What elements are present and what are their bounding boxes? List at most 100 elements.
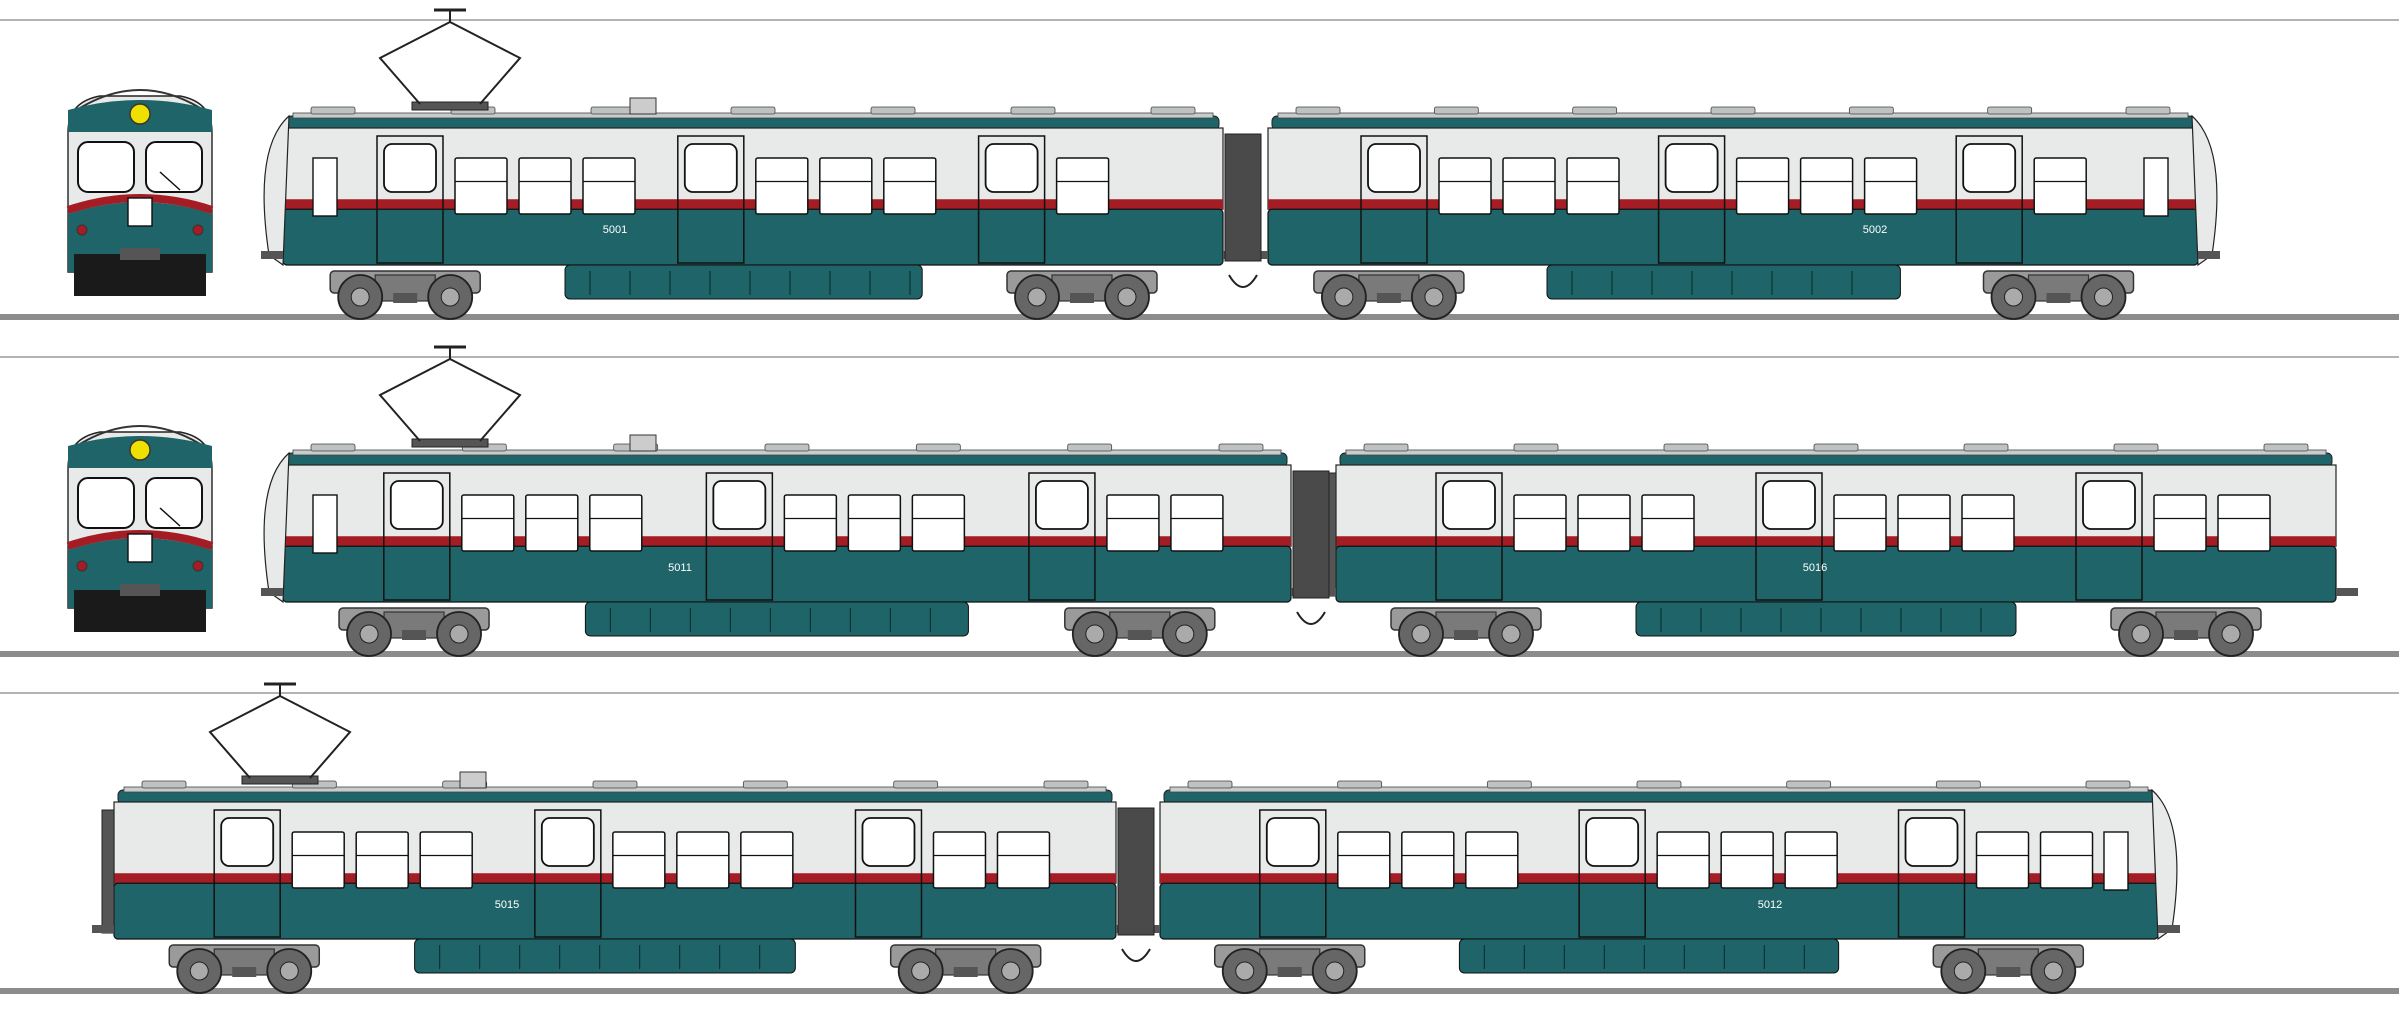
wheel-hub	[279, 961, 299, 981]
gangway-connector	[1292, 470, 1330, 599]
bogie-truck	[2110, 607, 2262, 657]
roof-ventilator	[1010, 106, 1056, 115]
door-window	[1367, 143, 1421, 193]
rail-row-3	[0, 988, 2399, 994]
axle-box	[1376, 293, 1401, 303]
pantograph-arm	[378, 357, 522, 442]
front-coupler	[120, 584, 160, 596]
jumper-cable	[1296, 611, 1326, 625]
window	[1566, 157, 1620, 215]
window	[461, 494, 515, 552]
window	[1502, 157, 1556, 215]
front-window-right	[145, 477, 203, 529]
wheel-hub	[2094, 287, 2113, 307]
door-window	[1265, 817, 1320, 867]
car-5016	[1314, 443, 2358, 657]
wheel-hub	[1235, 961, 1255, 981]
window	[676, 831, 730, 889]
door	[534, 809, 602, 938]
underfloor-equipment	[1546, 264, 1901, 300]
bogie-truck	[329, 270, 481, 320]
window	[755, 157, 809, 215]
roof-ventilator	[1150, 106, 1196, 115]
roof-ventilator	[1786, 780, 1832, 789]
underfloor-equipment	[414, 938, 796, 974]
door-window	[2082, 480, 2136, 530]
roof-ventilator	[742, 780, 788, 789]
front-skirt	[74, 590, 206, 632]
roof-ventilator	[2085, 780, 2131, 789]
body-lower	[282, 545, 1292, 603]
window	[1641, 494, 1695, 552]
roof-ventilator	[1963, 443, 2009, 452]
window	[1577, 494, 1631, 552]
roof-ventilator	[1187, 780, 1233, 789]
bogie-truck	[338, 607, 490, 657]
window	[1513, 494, 1567, 552]
bogie-truck	[1982, 270, 2135, 320]
wheel-hub	[350, 287, 370, 307]
roof-ventilator	[310, 443, 356, 452]
front-window-right	[145, 141, 203, 193]
roof-ventilator	[1043, 780, 1089, 789]
door	[2075, 472, 2143, 601]
door	[1755, 472, 1823, 601]
window	[518, 157, 572, 215]
front-rain-gutter	[79, 89, 201, 109]
roof-ventilator	[1218, 443, 1264, 452]
roof-ventilator	[870, 106, 916, 115]
roof-ventilator	[764, 443, 810, 452]
window	[1863, 157, 1918, 215]
cab-window	[2103, 831, 2129, 891]
door-window	[540, 817, 595, 867]
front-window-left	[77, 141, 135, 193]
window	[2153, 494, 2207, 552]
window	[1055, 157, 1110, 215]
door	[1435, 472, 1503, 601]
pantograph-base	[411, 438, 489, 448]
tail-light	[192, 560, 204, 572]
wheel-hub	[1117, 287, 1137, 307]
roof-ventilator	[1295, 106, 1341, 115]
window	[291, 831, 345, 889]
front-gangway-door	[127, 197, 153, 227]
window	[1975, 831, 2030, 889]
window	[1106, 494, 1160, 552]
car-5015	[92, 682, 1138, 994]
door-window	[1962, 143, 2017, 193]
door	[376, 135, 444, 264]
car-number-label: 5016	[1803, 562, 1827, 574]
cab-window	[312, 157, 338, 217]
car-number-label: 5001	[603, 224, 627, 236]
axle-box	[953, 967, 978, 977]
bogie-truck	[889, 944, 1042, 994]
cab-window	[312, 494, 338, 554]
wheel-hub	[911, 961, 931, 981]
wiper	[159, 171, 181, 191]
axle-box	[232, 967, 257, 977]
window	[454, 157, 508, 215]
wheel-hub	[1085, 624, 1105, 644]
car-number-label: 5002	[1863, 224, 1887, 236]
pantograph-arm	[208, 694, 352, 779]
window	[783, 494, 838, 552]
window	[911, 494, 966, 552]
door	[1360, 135, 1428, 264]
car-number-label: 5012	[1758, 899, 1782, 911]
roof-ventilator	[2125, 106, 2171, 115]
roof-ventilator	[1572, 106, 1618, 115]
axle-box	[2174, 630, 2198, 640]
axle-box	[1127, 630, 1152, 640]
wheel-hub	[1325, 961, 1345, 981]
bogie-truck	[168, 944, 321, 994]
door-window	[712, 480, 767, 530]
door	[1897, 809, 1966, 938]
roof-ventilator	[893, 780, 939, 789]
roof-ventilator	[590, 106, 636, 115]
window	[740, 831, 794, 889]
roof-ventilator	[1935, 780, 1981, 789]
roof-ventilator	[1710, 106, 1756, 115]
window	[1833, 494, 1887, 552]
